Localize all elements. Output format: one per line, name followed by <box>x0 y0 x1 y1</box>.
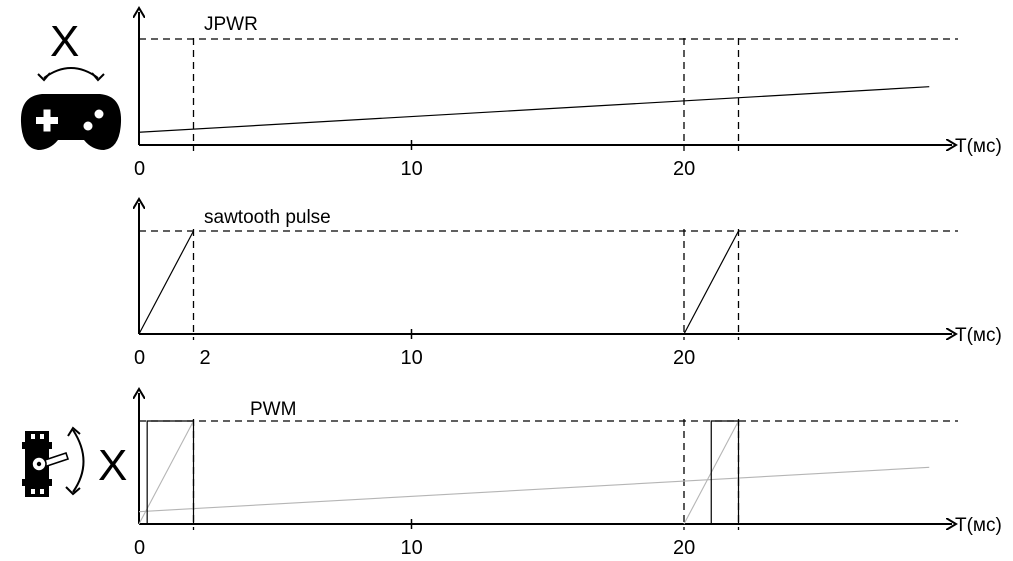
sawtooth-ramp-line <box>683 230 740 335</box>
tick-label: 0 <box>134 347 145 369</box>
tick-label: 20 <box>673 158 695 180</box>
tick-label: 10 <box>401 347 423 369</box>
servo-icon <box>22 431 70 497</box>
gamepad-control-group: X <box>20 17 122 150</box>
panel-3: PWM T(мс) 0 10 20 <box>134 393 1002 559</box>
curved-double-arrow-icon <box>37 67 105 82</box>
tick-label: 2 <box>200 347 211 369</box>
tick-label: 0 <box>134 537 145 559</box>
joystick-x-label: X <box>50 17 79 66</box>
servo-control-group: X <box>22 426 127 497</box>
axis-unit-label: T(мс) <box>955 515 1002 536</box>
tick-label: 20 <box>673 347 695 369</box>
tick-label: 0 <box>134 158 145 180</box>
panel-title: sawtooth pulse <box>204 207 331 228</box>
panel-1: JPWR T(мс) 0 10 20 <box>134 12 1002 180</box>
pwm-pulse <box>710 420 740 524</box>
ramp-signal-line <box>138 86 930 133</box>
tick-label: 20 <box>673 537 695 559</box>
servo-x-label: X <box>98 441 127 490</box>
gamepad-icon <box>20 94 122 150</box>
sawtooth-ramp-line <box>138 230 195 335</box>
ghost-sawtooth-line <box>138 420 194 525</box>
axis-unit-label: T(мс) <box>955 136 1002 157</box>
axis-unit-label: T(мс) <box>955 325 1002 346</box>
ghost-ramp-line <box>138 466 930 513</box>
pwm-pulse <box>146 420 195 524</box>
panel-title: JPWR <box>204 14 258 35</box>
tick-label: 10 <box>401 158 423 180</box>
panel-title: PWM <box>250 399 296 420</box>
rotation-arrow-icon <box>65 426 85 496</box>
tick-label: 10 <box>401 537 423 559</box>
